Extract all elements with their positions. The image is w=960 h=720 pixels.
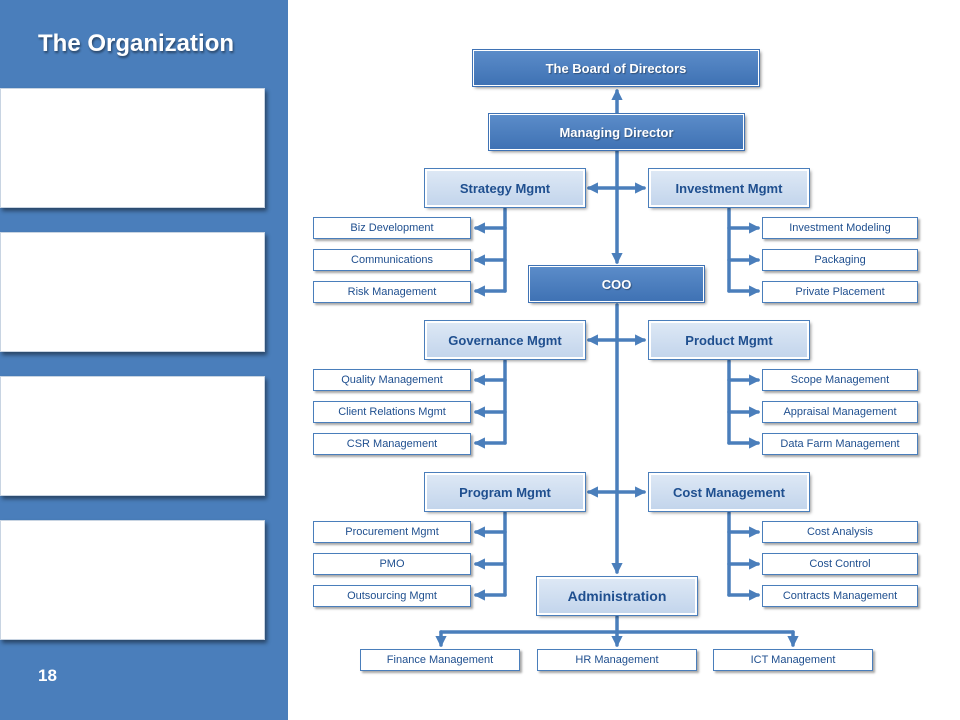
csr-management-box: CSR Management [313,433,471,455]
contracts-management-box: Contracts Management [762,585,918,607]
coo-box: COO [528,265,705,303]
strategy-mgmt-box: Strategy Mgmt [424,168,586,208]
investment-mgmt-box: Investment Mgmt [648,168,810,208]
finance-management-box: Finance Management [360,649,520,671]
cost-analysis-box: Cost Analysis [762,521,918,543]
investment-modeling-box: Investment Modeling [762,217,918,239]
data-farm-management-box: Data Farm Management [762,433,918,455]
appraisal-management-box: Appraisal Management [762,401,918,423]
scope-management-box: Scope Management [762,369,918,391]
content-panel-3 [0,376,265,496]
content-panel-1 [0,88,265,208]
managing-director-box: Managing Director [488,113,745,151]
page-number: 18 [38,666,57,685]
cost-management-box: Cost Management [648,472,810,512]
pmo-box: PMO [313,553,471,575]
sidebar: The Organization 18 [0,0,288,720]
outsourcing-mgmt-box: Outsourcing Mgmt [313,585,471,607]
risk-management-box: Risk Management [313,281,471,303]
communications-box: Communications [313,249,471,271]
board-of-directors-box: The Board of Directors [472,49,760,87]
hr-management-box: HR Management [537,649,697,671]
procurement-mgmt-box: Procurement Mgmt [313,521,471,543]
product-mgmt-box: Product Mgmt [648,320,810,360]
quality-management-box: Quality Management [313,369,471,391]
packaging-box: Packaging [762,249,918,271]
cost-control-box: Cost Control [762,553,918,575]
biz-development-box: Biz Development [313,217,471,239]
private-placement-box: Private Placement [762,281,918,303]
content-panel-2 [0,232,265,352]
program-mgmt-box: Program Mgmt [424,472,586,512]
administration-box: Administration [536,576,698,616]
governance-mgmt-box: Governance Mgmt [424,320,586,360]
client-relations-mgmt-box: Client Relations Mgmt [313,401,471,423]
page-title: The Organization [38,30,235,57]
content-panel-4 [0,520,265,640]
ict-management-box: ICT Management [713,649,873,671]
